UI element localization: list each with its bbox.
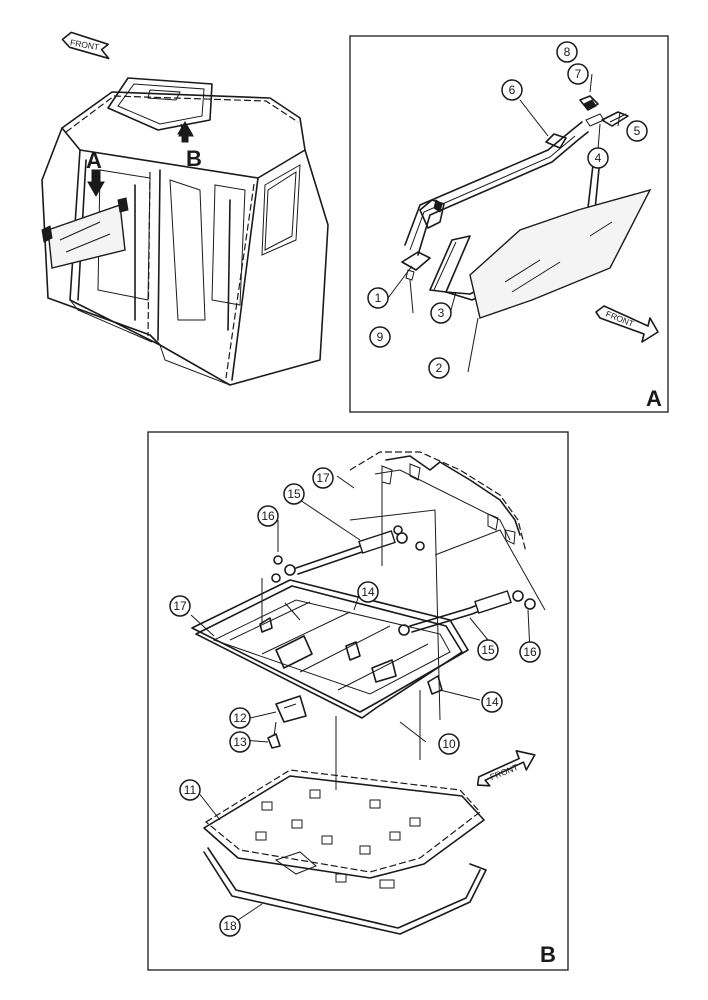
- view-b-arrow-label: B: [186, 146, 202, 171]
- svg-text:6: 6: [509, 83, 516, 97]
- callout-3: 3: [430, 302, 452, 324]
- callout-17-left: 17: [169, 595, 191, 617]
- svg-text:5: 5: [634, 124, 641, 138]
- svg-text:18: 18: [223, 919, 237, 933]
- svg-text:9: 9: [377, 330, 384, 344]
- view-b-arrow: B: [177, 121, 202, 171]
- part-3-seal: [429, 235, 471, 293]
- part-18-seal: [203, 851, 487, 935]
- callout-16-right: 16: [519, 641, 541, 663]
- part-4-bushing: [585, 113, 605, 127]
- svg-text:8: 8: [564, 45, 571, 59]
- svg-text:12: 12: [233, 711, 247, 725]
- view-a-arrow-label: A: [86, 148, 102, 173]
- svg-text:14: 14: [361, 585, 375, 599]
- callout-5: 5: [626, 120, 648, 142]
- svg-text:16: 16: [261, 509, 275, 523]
- callout-13: 13: [229, 731, 251, 753]
- panel-b-frame: [147, 431, 569, 971]
- cab-roof: [61, 91, 306, 179]
- panel-b-view-label: B: [540, 942, 556, 967]
- part-14-nut-upper: [345, 641, 361, 661]
- svg-text:10: 10: [442, 737, 456, 751]
- svg-text:11: 11: [184, 783, 197, 797]
- callout-6: 6: [501, 79, 523, 101]
- svg-text:3: 3: [438, 306, 445, 320]
- part-10-hatch: [191, 579, 469, 713]
- callout-8: 8: [556, 41, 578, 63]
- callout-15-upper: 15: [283, 483, 305, 505]
- panel-a-frame: [349, 35, 669, 413]
- detail-panel-a: FRONT 1 2 3 4 5 6 7 8 9 A: [349, 35, 669, 413]
- cab-front-glass: [47, 204, 126, 269]
- part-11-mat: [204, 769, 481, 873]
- callout-14-lower: 14: [481, 691, 503, 713]
- svg-text:1: 1: [375, 291, 382, 305]
- cab-overview: FRONT: [41, 31, 329, 386]
- callout-18: 18: [219, 915, 241, 937]
- callout-12: 12: [229, 707, 251, 729]
- svg-text:2: 2: [436, 361, 443, 375]
- part-14-nut-lower: [427, 675, 443, 695]
- svg-text:17: 17: [316, 471, 330, 485]
- panel-a-front-arrow: FRONT: [595, 305, 659, 343]
- part-5-bolt: [601, 111, 629, 127]
- part-6-pin: [545, 133, 567, 149]
- view-a-arrow: A: [86, 148, 105, 198]
- callout-4: 4: [587, 147, 609, 169]
- svg-text:16: 16: [523, 645, 537, 659]
- callout-11: 11: [179, 779, 201, 801]
- front-direction-arrow: FRONT: [61, 31, 110, 60]
- svg-text:14: 14: [485, 695, 499, 709]
- svg-text:7: 7: [575, 67, 582, 81]
- panel-b-front-arrow: FRONT: [476, 750, 536, 787]
- callout-9: 9: [369, 326, 391, 348]
- callout-7: 7: [567, 63, 589, 85]
- svg-text:13: 13: [233, 735, 247, 749]
- callout-14-upper: 14: [357, 581, 379, 603]
- panel-a-view-label: A: [646, 386, 662, 411]
- svg-text:15: 15: [481, 643, 495, 657]
- detail-panel-b: FRONT 17 15 16 17 14 15 16 14 10 12 13 1…: [147, 431, 569, 971]
- svg-text:15: 15: [287, 487, 301, 501]
- part-13-bolt: [267, 733, 281, 749]
- callout-2: 2: [428, 357, 450, 379]
- part-2-glass: [469, 188, 652, 319]
- callout-15-lower: 15: [477, 639, 499, 661]
- callout-16-left: 16: [257, 505, 279, 527]
- roof-hatch: [107, 77, 213, 131]
- svg-text:17: 17: [173, 599, 187, 613]
- part-12-catch: [275, 695, 307, 723]
- callout-1: 1: [367, 287, 389, 309]
- callout-10: 10: [438, 733, 460, 755]
- svg-text:4: 4: [595, 151, 602, 165]
- part-1-latch: [401, 251, 431, 271]
- callout-17-top: 17: [312, 467, 334, 489]
- part-9-pin: [405, 269, 415, 281]
- cab-body: [69, 149, 329, 386]
